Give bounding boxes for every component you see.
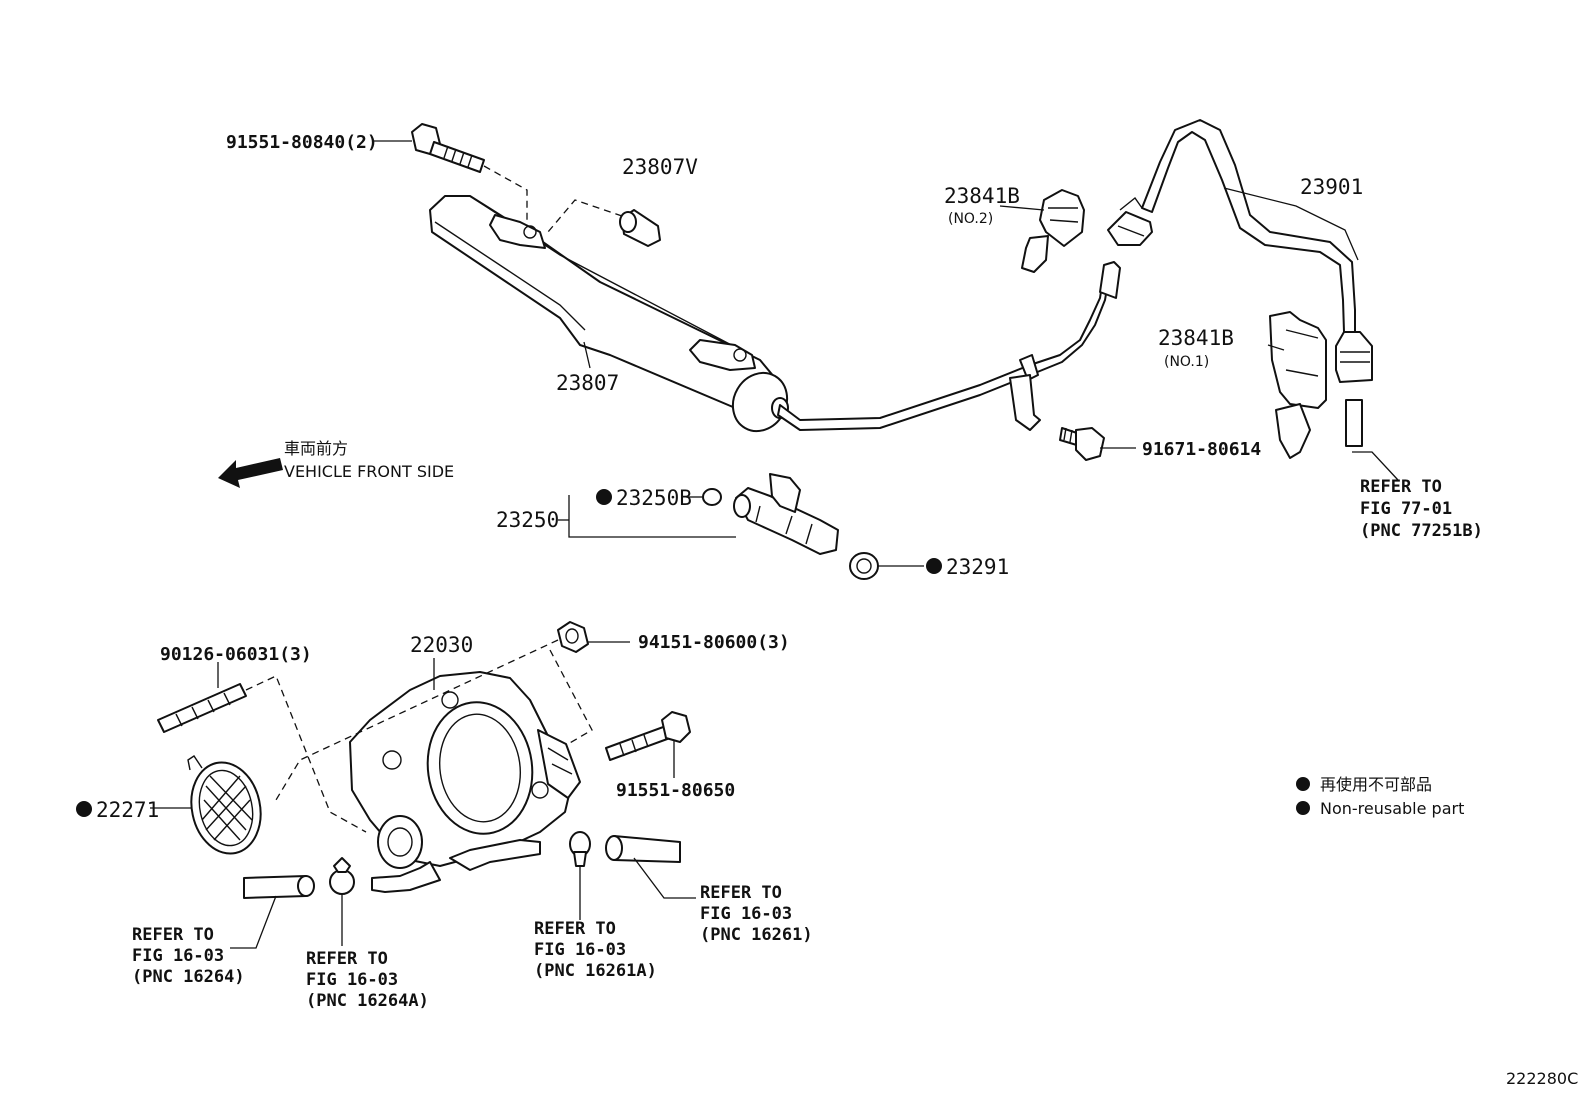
clamp-16261a [569,831,591,867]
legend-dot-jp [1296,777,1310,791]
bolt-91671-80614[interactable] [1059,427,1105,461]
damper-23807v[interactable] [619,209,661,247]
stud-90126-06031[interactable] [157,683,247,733]
align-line-bolt [483,165,528,225]
screen-22271[interactable] [183,755,269,860]
ref-fig77-line2[interactable]: FIG 77-01 [1360,499,1452,519]
label-23250[interactable]: 23250 [496,508,559,532]
bolt-91551-80650[interactable] [605,711,691,761]
ref-fig77-line3[interactable]: (PNC 77251B) [1360,521,1483,541]
fuel-rail-23807[interactable] [429,195,798,441]
label-23841b-no1-sub: (NO.1) [1164,354,1209,370]
clamp-16264a [329,857,355,895]
align-line-damper [547,199,623,233]
ref-16261a-line2[interactable]: FIG 16-03 [534,940,626,960]
diagram-id: 222280C [1506,1069,1578,1088]
ref-16264-line1[interactable]: REFER TO [132,925,214,945]
nonreusable-dot-22271 [76,801,92,817]
legend-en: Non-reusable part [1320,799,1464,818]
label-23841b-no1[interactable]: 23841B [1158,326,1234,350]
ref-16261a-line3[interactable]: (PNC 16261A) [534,961,657,981]
label-23807v[interactable]: 23807V [622,155,698,179]
label-23841b-no2-sub: (NO.2) [948,211,993,227]
ref-16264a-line1[interactable]: REFER TO [306,949,388,969]
fuel-pipe-23901[interactable] [777,119,1373,431]
label-90126-06031[interactable]: 90126-06031(3) [160,644,312,665]
bolt-91551-80840[interactable] [411,123,485,173]
ref-16261a-line1[interactable]: REFER TO [534,919,616,939]
front-arrow-icon [218,458,283,488]
direction-jp: 車両前方 [284,439,348,458]
ref-fig77-line1[interactable]: REFER TO [1360,477,1442,497]
align-line-nut2 [549,649,593,745]
legend-dot-en [1296,801,1310,815]
clip-23841b-no1[interactable] [1269,311,1327,459]
hose-16264 [243,875,315,899]
label-23901[interactable]: 23901 [1300,175,1363,199]
o-ring-23250b[interactable] [702,488,722,506]
label-23841b-no2[interactable]: 23841B [944,184,1020,208]
label-23807[interactable]: 23807 [556,371,619,395]
ref-16261-line1[interactable]: REFER TO [700,883,782,903]
label-22030[interactable]: 22030 [410,633,473,657]
label-23291[interactable]: 23291 [946,555,1009,579]
label-94151-80600[interactable]: 94151-80600(3) [638,632,790,653]
align-line-nut [275,639,559,801]
align-line-stud [245,675,367,833]
nonreusable-dot-23250b [596,489,612,505]
ref-16261-line3[interactable]: (PNC 16261) [700,925,813,945]
hose-stub-77 [1345,399,1363,447]
ref-16264-line2[interactable]: FIG 16-03 [132,946,224,966]
clip-23841b-no2[interactable] [1021,189,1085,273]
label-91551-80650[interactable]: 91551-80650 [616,780,735,801]
ref-16264a-line3[interactable]: (PNC 16264A) [306,991,429,1011]
label-23250b[interactable]: 23250B [616,486,692,510]
nut-94151-80600[interactable] [557,621,589,653]
legend-jp: 再使用不可部品 [1320,775,1432,794]
label-91551-80840[interactable]: 91551-80840(2) [226,132,378,153]
throttle-body-22030[interactable] [349,671,581,893]
label-22271[interactable]: 22271 [96,798,159,822]
hose-16261 [605,835,681,863]
leader-lines [150,140,1399,949]
direction-en: VEHICLE FRONT SIDE [284,462,454,481]
insulator-23291[interactable] [849,552,879,580]
label-91671-80614[interactable]: 91671-80614 [1142,439,1261,460]
nonreusable-dot-23291 [926,558,942,574]
ref-16261-line2[interactable]: FIG 16-03 [700,904,792,924]
ref-16264-line3[interactable]: (PNC 16264) [132,967,245,987]
injector-23250[interactable] [733,473,839,555]
ref-16264a-line2[interactable]: FIG 16-03 [306,970,398,990]
